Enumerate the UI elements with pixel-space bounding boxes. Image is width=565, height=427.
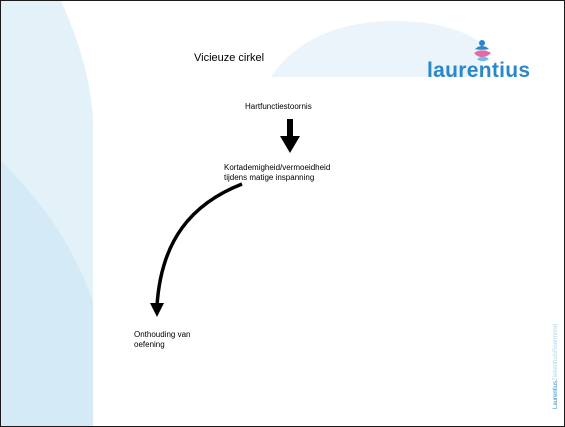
laurentius-figure-icon xyxy=(474,40,491,62)
node-label-line: Onthouding van xyxy=(134,330,191,339)
footer-part2: ZiekenhuisRoermond xyxy=(553,323,559,381)
footer-part1: Laurentius xyxy=(553,380,559,409)
node-label-line: Kortademigheid/vermoeidheid xyxy=(224,163,331,172)
node-label-line: tijdens matige inspanning xyxy=(224,173,315,182)
node-hartfunctiestoornis: Hartfunctiestoornis xyxy=(245,102,312,112)
logo: laurentius xyxy=(427,39,539,89)
node-onthouding: Onthouding van oefening xyxy=(134,330,191,350)
slide-title: Vicieuze cirkel xyxy=(194,52,265,64)
left-wave-highlight xyxy=(1,161,93,426)
node-label-line: oefening xyxy=(134,340,165,349)
vertical-footer-text: LaurentiusZiekenhuisRoermond xyxy=(553,324,559,409)
top-arc-shape xyxy=(271,21,481,77)
curved-arrow xyxy=(150,182,243,317)
node-kortademigheid: Kortademigheid/vermoeidheid tijdens mati… xyxy=(224,163,330,183)
straight-down-arrow xyxy=(280,119,300,153)
logo-wordmark: laurentius xyxy=(427,59,531,82)
node-label-line: Hartfunctiestoornis xyxy=(245,102,312,111)
